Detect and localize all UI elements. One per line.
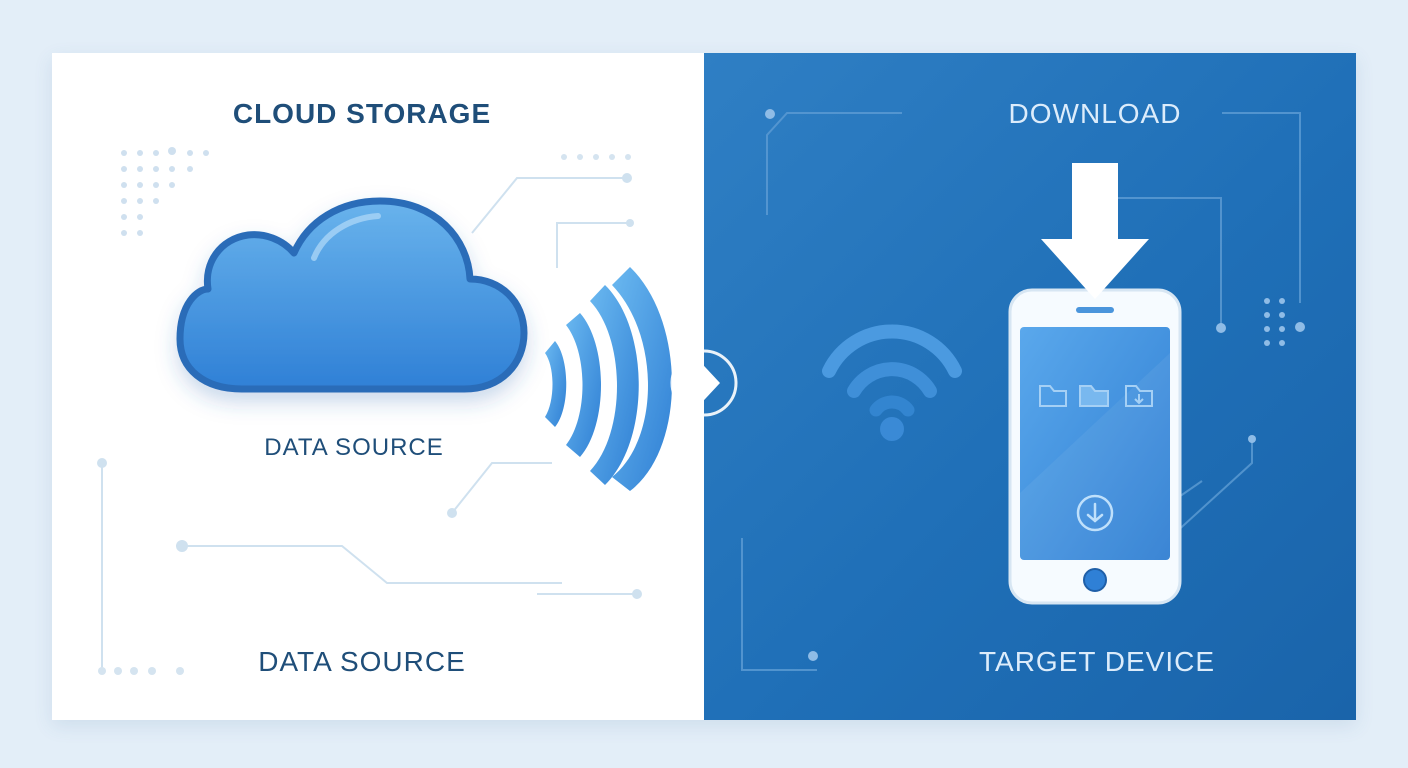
download-circle-icon — [1076, 494, 1114, 532]
left-decorations — [97, 147, 672, 675]
folder-open-icon — [1079, 385, 1109, 407]
connector-layer — [670, 349, 738, 417]
dot-row-decoration — [561, 154, 631, 160]
circuit-lines-decoration — [101, 177, 637, 673]
folder-icon — [1039, 385, 1067, 407]
wifi-icon — [822, 324, 962, 441]
cloud-caption: DATA SOURCE — [264, 434, 444, 461]
download-arrow-icon — [1041, 163, 1149, 299]
download-heading: DOWNLOAD — [1008, 98, 1182, 129]
diagram-frame: CLOUD STORAGE — [52, 53, 1356, 720]
signal-waves-icon — [545, 267, 672, 491]
cloud-storage-heading: CLOUD STORAGE — [232, 98, 492, 129]
circuit-lines-decoration — [741, 112, 1301, 671]
smartphone-icon — [1008, 288, 1182, 605]
folder-download-icon — [1125, 385, 1153, 407]
right-decorations — [741, 109, 1305, 671]
target-device-label: TARGET DEVICE — [978, 646, 1216, 677]
cloud-icon — [176, 197, 528, 393]
data-source-footer-label: DATA SOURCE — [258, 646, 466, 677]
download-panel: DOWNLOAD — [704, 53, 1356, 720]
dot-grid-decoration — [1264, 298, 1305, 346]
arrow-right-icon — [670, 349, 738, 417]
cloud-storage-panel: CLOUD STORAGE — [52, 53, 704, 720]
dot-grid-decoration — [121, 147, 209, 236]
